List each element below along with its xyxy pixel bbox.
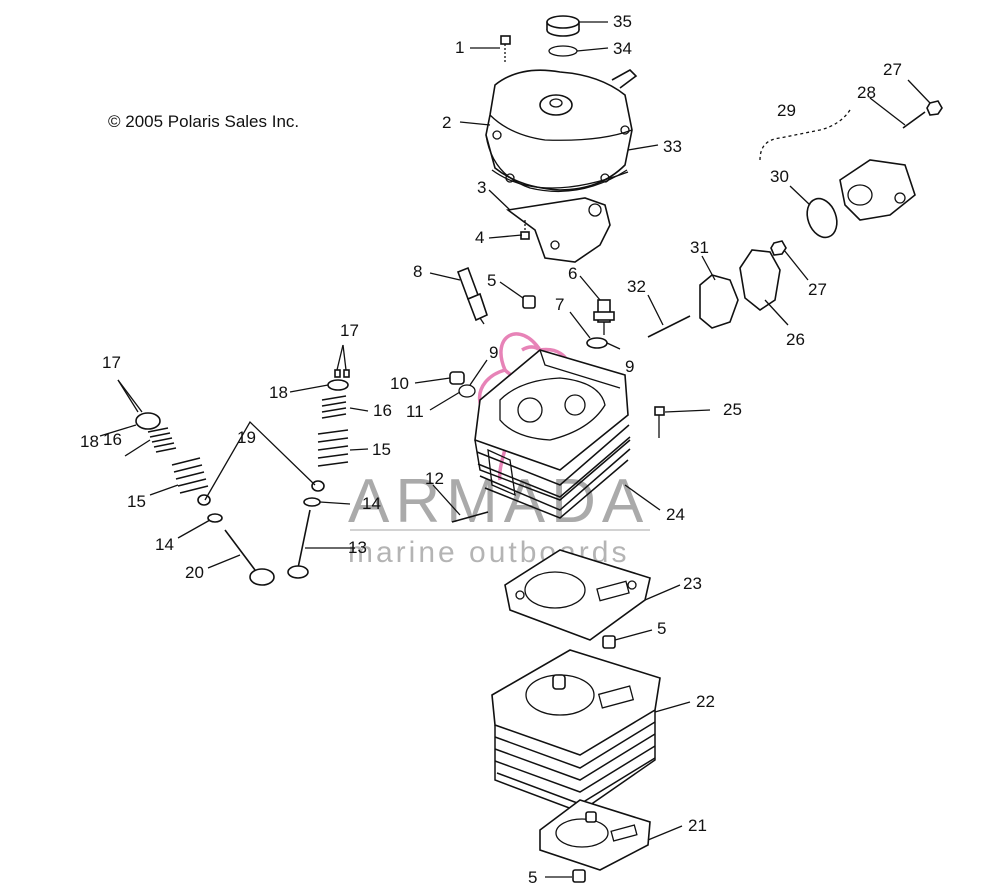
part-bolt-25 bbox=[654, 406, 665, 438]
part-washer-7 bbox=[586, 337, 608, 349]
callout-14-left: 14 bbox=[155, 535, 174, 554]
callout-27-top: 27 bbox=[883, 60, 902, 79]
callout-32: 32 bbox=[627, 277, 646, 296]
callout-15-left: 15 bbox=[127, 492, 146, 511]
part-nut-27a bbox=[926, 100, 943, 116]
callout-11: 11 bbox=[406, 402, 424, 421]
part-dowel-5a bbox=[522, 295, 536, 309]
watermark-brand: ARMADA bbox=[348, 467, 649, 536]
part-valve-train-left bbox=[135, 412, 275, 586]
callout-16-left: 16 bbox=[103, 430, 122, 449]
callout-7: 7 bbox=[555, 295, 564, 314]
callout-13: 13 bbox=[348, 538, 367, 557]
callout-20: 20 bbox=[185, 563, 204, 582]
callout-24: 24 bbox=[666, 505, 685, 524]
part-stud-28 bbox=[902, 111, 926, 129]
part-o-ring-11 bbox=[458, 384, 476, 398]
callout-35: 35 bbox=[613, 12, 632, 31]
part-dowel-5b bbox=[602, 635, 616, 649]
part-fitting-6 bbox=[593, 299, 615, 335]
callout-18-right: 18 bbox=[269, 383, 288, 402]
part-plug-10 bbox=[449, 371, 465, 385]
callout-9-left: 9 bbox=[489, 343, 498, 362]
part-cylinder bbox=[491, 649, 661, 813]
callout-23: 23 bbox=[683, 574, 702, 593]
callout-labels: 1 2 3 4 5 5 5 6 7 8 9 9 10 11 12 13 14 1… bbox=[80, 12, 902, 887]
callout-3: 3 bbox=[477, 178, 486, 197]
callout-1: 1 bbox=[455, 38, 464, 57]
callout-26: 26 bbox=[786, 330, 805, 349]
copyright-text: © 2005 Polaris Sales Inc. bbox=[108, 112, 299, 131]
callout-10: 10 bbox=[390, 374, 409, 393]
callout-33: 33 bbox=[663, 137, 682, 156]
callout-15-right: 15 bbox=[372, 440, 391, 459]
leader-lines bbox=[99, 21, 931, 878]
callout-21: 21 bbox=[688, 816, 707, 835]
part-bolt-1 bbox=[500, 35, 511, 62]
callout-12: 12 bbox=[425, 469, 444, 488]
callout-17-right: 17 bbox=[340, 321, 359, 340]
part-valve-cover bbox=[485, 69, 638, 193]
part-stud-32 bbox=[647, 315, 691, 338]
callout-34: 34 bbox=[613, 39, 632, 58]
part-base-gasket-21 bbox=[539, 799, 651, 871]
part-gasket-26 bbox=[739, 249, 781, 311]
part-oil-cap bbox=[546, 15, 580, 37]
callout-22: 22 bbox=[696, 692, 715, 711]
part-keepers-17 bbox=[334, 369, 350, 378]
callout-18-left: 18 bbox=[80, 432, 99, 451]
part-nut-27b bbox=[770, 240, 787, 256]
part-dowel-5c bbox=[572, 869, 586, 883]
part-o-ring-34 bbox=[548, 45, 578, 57]
callout-25: 25 bbox=[723, 400, 742, 419]
callout-19: 19 bbox=[237, 428, 256, 447]
callout-5-bottom: 5 bbox=[528, 868, 537, 887]
callout-4: 4 bbox=[475, 228, 484, 247]
callout-5-mid: 5 bbox=[657, 619, 666, 638]
part-cylinder-head bbox=[474, 349, 631, 519]
part-spark-plug bbox=[456, 266, 488, 325]
callout-30: 30 bbox=[770, 167, 789, 186]
callout-2: 2 bbox=[442, 113, 451, 132]
part-plate-3 bbox=[505, 197, 611, 263]
part-head-gasket-23 bbox=[504, 549, 651, 641]
callout-9-right: 9 bbox=[625, 357, 634, 376]
bracket-29 bbox=[759, 109, 851, 161]
part-valve-train-right bbox=[287, 379, 349, 579]
callout-5-top: 5 bbox=[487, 271, 496, 290]
part-o-ring-30 bbox=[806, 197, 838, 239]
callout-17-left: 17 bbox=[102, 353, 121, 372]
callout-31: 31 bbox=[690, 238, 709, 257]
callout-8: 8 bbox=[413, 262, 422, 281]
callout-28: 28 bbox=[857, 83, 876, 102]
part-insulator-31 bbox=[699, 274, 739, 329]
callout-16-right: 16 bbox=[373, 401, 392, 420]
part-intake-manifold bbox=[839, 159, 916, 221]
part-stud-12 bbox=[451, 511, 489, 523]
callout-14-right: 14 bbox=[362, 494, 381, 513]
callout-29: 29 bbox=[777, 101, 796, 120]
callout-27-bottom: 27 bbox=[808, 280, 827, 299]
callout-6: 6 bbox=[568, 264, 577, 283]
